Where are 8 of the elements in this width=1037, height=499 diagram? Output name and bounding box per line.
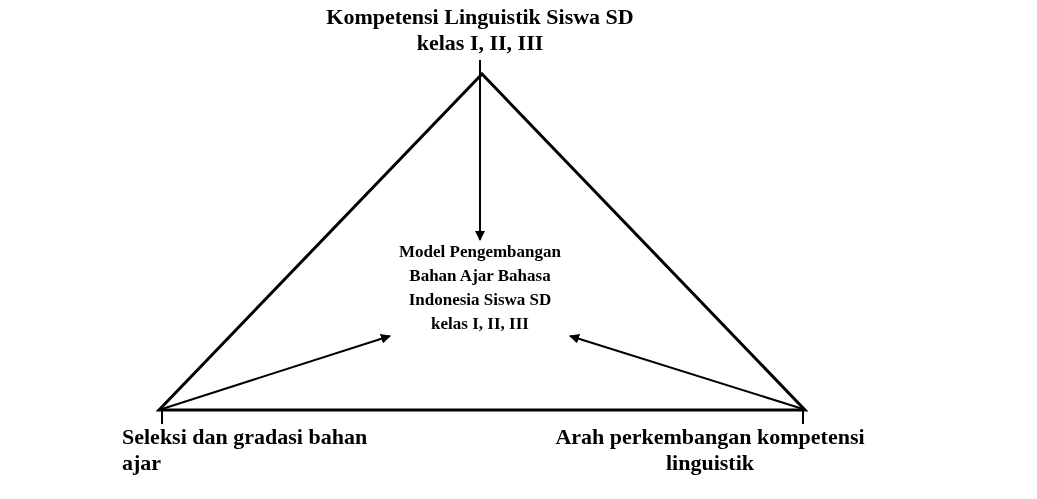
triangle-shape [156,72,808,412]
vertex-label: Seleksi dan gradasi bahan ajar [122,424,382,484]
arrow [569,333,804,425]
center-text: Model Pengembangan Bahan Ajar Bahasa Indonesia Siswa SD kelas I, II, III [390,240,570,336]
vertex-label: Kompetensi Linguistik Siswa SD kelas I, II, III [300,4,660,60]
vertex-label: Arah perkembangan kompetensi linguistik [520,424,900,484]
arrow [475,59,485,241]
arrow [161,334,391,425]
